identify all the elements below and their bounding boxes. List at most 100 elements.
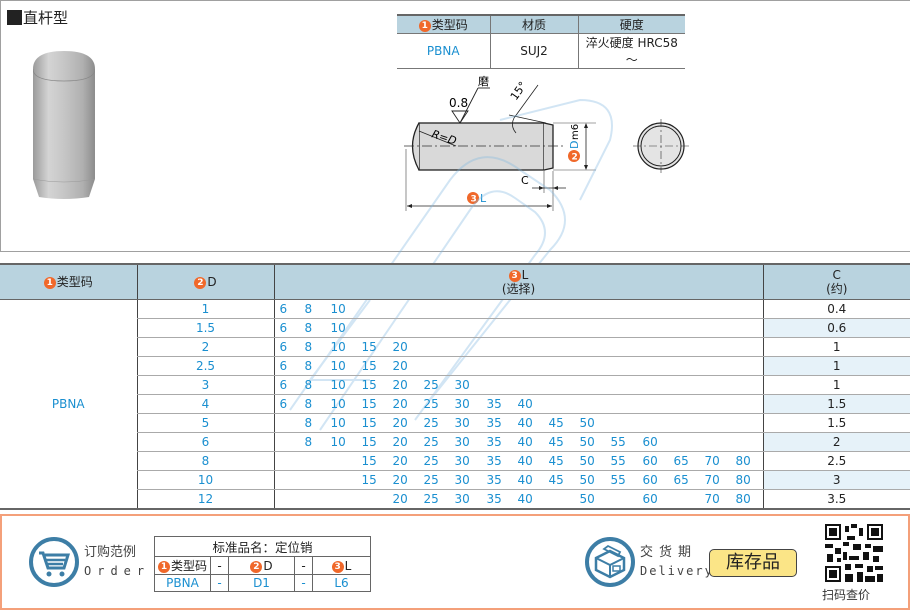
delivery-box-icon (585, 537, 635, 587)
length-option: 25 (423, 415, 439, 430)
square-bullet-icon (7, 10, 22, 25)
length-option: 8 (304, 301, 313, 316)
diameter-cell: 6 (136, 432, 274, 452)
length-option: 20 (392, 491, 408, 506)
length-option: 80 (735, 453, 751, 468)
length-option: 35 (486, 491, 502, 506)
length-option: 15 (361, 434, 377, 449)
length-option: 20 (392, 472, 408, 487)
order-l-value: L6 (312, 574, 371, 592)
chamfer-cell: 1 (762, 375, 910, 395)
length-option: 15 (361, 472, 377, 487)
length-option: 15 (361, 453, 377, 468)
length-option: 20 (392, 453, 408, 468)
diameter-cell: 2.5 (136, 356, 274, 376)
length-option: 40 (517, 396, 533, 411)
length-option: 20 (392, 358, 408, 373)
svg-text:0.8: 0.8 (449, 96, 468, 110)
length-option: 30 (454, 377, 470, 392)
qr-code-icon[interactable] (825, 524, 883, 582)
length-option: 30 (454, 415, 470, 430)
length-option: 20 (392, 415, 408, 430)
length-option: 55 (610, 472, 626, 487)
spec-header-hardness: 硬度 (577, 14, 685, 34)
length-option: 30 (454, 396, 470, 411)
length-option: 60 (642, 491, 658, 506)
length-option: 10 (330, 415, 346, 430)
chamfer-cell: 0.4 (762, 299, 910, 319)
header-chamfer: C(约) (762, 263, 910, 300)
spec-material-value: SUJ2 (489, 33, 578, 69)
length-option: 80 (735, 491, 751, 506)
diameter-cell: 8 (136, 451, 274, 471)
length-option: 6 (279, 320, 288, 335)
pin-photo (33, 51, 95, 199)
length-option: 10 (330, 396, 346, 411)
length-option: 65 (673, 472, 689, 487)
spec-header-material: 材质 (489, 14, 578, 34)
order-d-value: D1 (228, 574, 295, 592)
length-option: 8 (304, 320, 313, 335)
length-option: 35 (486, 472, 502, 487)
length-option: 25 (423, 472, 439, 487)
length-option: 6 (279, 301, 288, 316)
spec-type-value: PBNA (397, 33, 490, 69)
length-option: 60 (642, 472, 658, 487)
length-option: 30 (454, 491, 470, 506)
length-option: 8 (304, 415, 313, 430)
length-option: 40 (517, 415, 533, 430)
svg-text:D: D (568, 141, 581, 149)
chamfer-cell: 3.5 (762, 489, 910, 510)
length-option: 35 (486, 453, 502, 468)
diameter-cell: 3 (136, 375, 274, 395)
chamfer-cell: 1 (762, 356, 910, 376)
length-option: 6 (279, 396, 288, 411)
length-option: 15 (361, 358, 377, 373)
in-stock-badge: 库存品 (709, 549, 797, 577)
chamfer-cell: 1 (762, 337, 910, 357)
diameter-cell: 2 (136, 337, 274, 357)
diameter-cell: 5 (136, 413, 274, 433)
chamfer-cell: 2.5 (762, 451, 910, 471)
order-example-label: 订购范例 Order (84, 545, 151, 578)
length-option: 20 (392, 339, 408, 354)
delivery-label: 交货期 Delivery (640, 545, 714, 578)
chamfer-cell: 2 (762, 432, 910, 452)
spec-hardness-value: 淬火硬度 HRC58～ (577, 33, 685, 69)
svg-text:C: C (521, 174, 529, 187)
length-option: 6 (279, 377, 288, 392)
length-option: 50 (579, 491, 595, 506)
section-title-text: 直杆型 (23, 9, 69, 27)
length-option: 80 (735, 472, 751, 487)
length-option: 50 (579, 434, 595, 449)
length-option: 40 (517, 472, 533, 487)
length-option: 25 (423, 396, 439, 411)
length-option: 20 (392, 396, 408, 411)
length-option: 55 (610, 434, 626, 449)
type-code-cell: PBNA (0, 299, 137, 510)
length-option: 8 (304, 396, 313, 411)
length-option: 70 (704, 472, 720, 487)
length-option: 20 (392, 377, 408, 392)
length-option: 6 (279, 339, 288, 354)
length-option: 15 (361, 377, 377, 392)
length-option: 10 (330, 339, 346, 354)
length-option: 40 (517, 453, 533, 468)
length-option: 25 (423, 491, 439, 506)
length-option: 35 (486, 415, 502, 430)
scan-qr-label: 扫码查价 (822, 588, 871, 602)
